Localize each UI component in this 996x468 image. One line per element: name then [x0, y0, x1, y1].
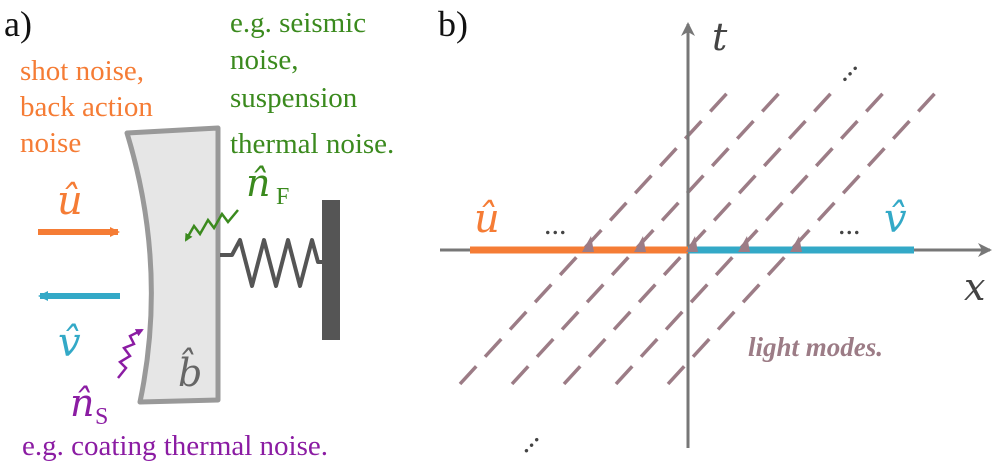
light-mode-line-4 [614, 88, 888, 386]
seismic-line-2: noise, [230, 44, 298, 76]
light-mode-lines [458, 88, 940, 386]
light-mode-line-3 [562, 88, 836, 386]
light-mode-line-2 [510, 88, 784, 386]
v-hat-symbol-a: v̂ [58, 320, 81, 366]
shot-noise-line-1: shot noise, [20, 55, 144, 87]
u-hat-symbol-b: û [474, 196, 500, 242]
seismic-noise-text: e.g. seismic noise, suspension thermal n… [230, 7, 394, 160]
mode-arrow-4 [738, 236, 750, 252]
shot-noise-text: shot noise, back action noise [20, 55, 153, 159]
mode-arrow-1 [582, 236, 594, 252]
light-mode-line-5 [666, 88, 940, 386]
coating-noise-text: e.g. coating thermal noise. [22, 430, 328, 462]
b-hat-symbol: b̂ [178, 348, 202, 395]
ellipsis-left: ... [544, 208, 567, 241]
seismic-line-3: suspension [230, 82, 358, 114]
shot-noise-line-3: noise [20, 127, 81, 159]
mode-arrow-2 [634, 236, 646, 252]
suspension-spring [220, 238, 325, 288]
ellipsis-right: ... [838, 208, 861, 241]
mirror [124, 125, 221, 405]
ellipsis-top: ... [824, 49, 863, 88]
n-s-symbol: n̂ [70, 381, 94, 425]
u-hat-symbol-a: û [57, 178, 83, 224]
n-f-label: n̂ F [246, 161, 289, 210]
v-hat-symbol-b: v̂ [884, 196, 907, 242]
ellipsis-bottom: ... [506, 420, 545, 459]
panel-b-label: b) [438, 4, 468, 44]
seismic-line-4: thermal noise. [230, 128, 394, 160]
light-mode-line-1 [458, 88, 732, 386]
n-f-symbol: n̂ [246, 161, 270, 205]
panel-a-label: a) [4, 4, 32, 44]
mode-direction-arrows [582, 236, 802, 252]
t-axis-label: t [712, 15, 728, 59]
force-noise-squiggle [184, 209, 239, 242]
seismic-line-1: e.g. seismic [230, 7, 366, 39]
n-f-subscript: F [276, 184, 289, 210]
n-s-label: n̂ S [70, 381, 108, 430]
n-s-subscript: S [95, 404, 108, 430]
mode-arrow-3 [686, 236, 698, 252]
x-axis-label: x [964, 265, 985, 309]
coating-noise-squiggle [117, 328, 144, 379]
light-modes-label: light modes. [748, 332, 883, 362]
wall [322, 200, 340, 340]
mode-arrow-5 [790, 236, 802, 252]
shot-noise-line-2: back action [20, 91, 153, 123]
